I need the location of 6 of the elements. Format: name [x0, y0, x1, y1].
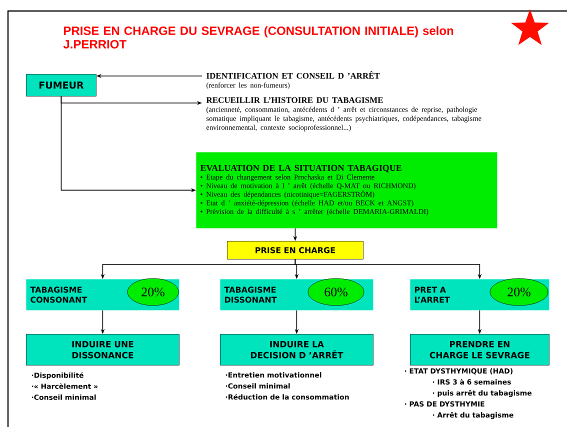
process-box: PRISE EN CHARGE: [227, 241, 364, 260]
action-box: INDUIRE LA DECISION D ’ARRÊT: [220, 334, 374, 366]
title: PRISE EN CHARGE DU SEVRAGE (CONSULTATION INITIALE) selon J.PERRIOT: [63, 26, 454, 48]
process-box: FUMEUR: [26, 74, 96, 96]
action-box: PRENDRE EN CHARGE LE SEVRAGE: [410, 334, 550, 366]
action-box: INDUIRE UNE DISSONANCE: [26, 334, 180, 366]
